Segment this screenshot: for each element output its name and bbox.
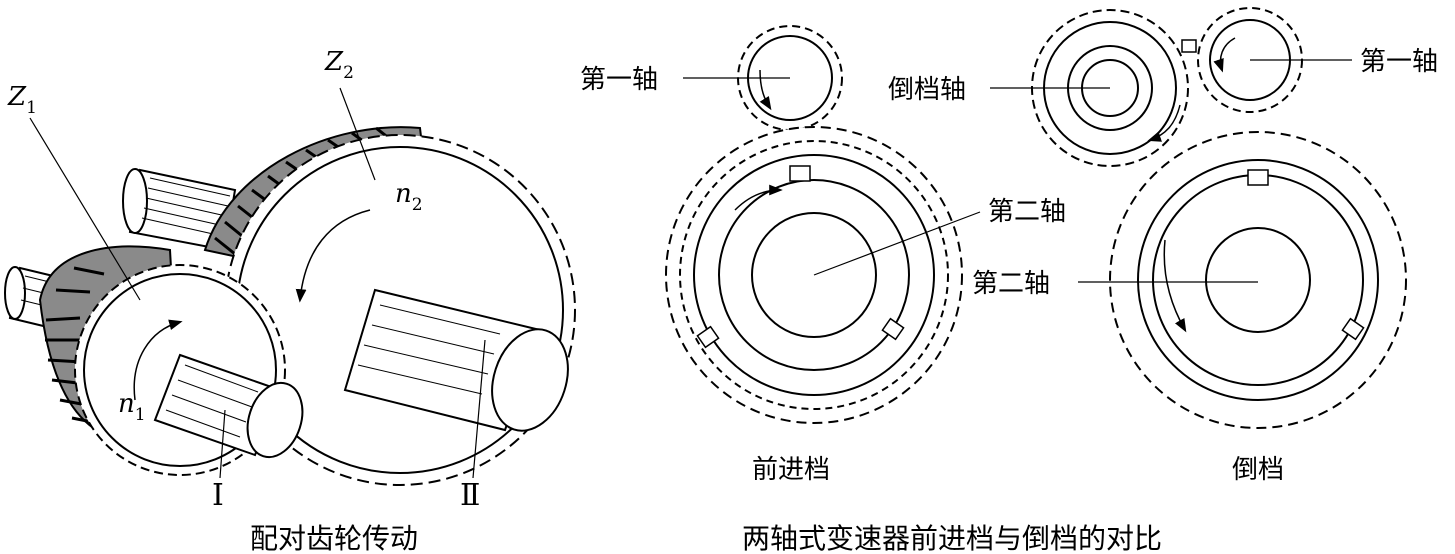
shaft-one [153, 353, 304, 459]
forward-vs-reverse-figure: 第一轴 第二轴 前进档 [580, 7, 1438, 554]
label-z1: Z1 [7, 82, 37, 118]
reverse-second-shaft-label: 第二轴 [972, 269, 1050, 299]
label-z2: Z2 [324, 47, 354, 83]
reverse-gear-assembly: 倒档轴 第一轴 第二轴 倒档 [888, 7, 1438, 485]
forward-caption: 前进档 [752, 455, 830, 485]
forward-first-shaft-label: 第一轴 [580, 65, 658, 95]
forward-gear-assembly: 第一轴 第二轴 前进档 [580, 25, 1066, 485]
leader-z1 [29, 117, 141, 301]
left-caption: 配对齿轮传动 [250, 522, 418, 554]
reverse-caption: 倒档 [1232, 455, 1284, 485]
leader-shaft-one [219, 409, 226, 479]
label-n2: n2 [395, 179, 423, 215]
forward-second-shaft-label: 第二轴 [988, 197, 1066, 227]
leader-z2 [339, 87, 376, 181]
label-shaft-one: Ⅰ [212, 478, 224, 513]
reverse-second-shaft-gear [1109, 131, 1407, 429]
reverse-shaft-label: 倒档轴 [888, 75, 966, 105]
right-caption: 两轴式变速器前进档与倒档的对比 [742, 522, 1162, 554]
reverse-first-shaft-label: 第一轴 [1360, 47, 1438, 77]
leader-forward-second-shaft [813, 211, 981, 276]
shaft-two [343, 288, 569, 432]
label-shaft-two: Ⅱ [460, 478, 480, 513]
rotation-arrow-n2 [295, 209, 371, 303]
leader-shaft-two [472, 339, 486, 479]
rotation-arrow-n1 [133, 319, 183, 401]
label-n1: n1 [118, 389, 146, 425]
paired-gear-figure: Z1 Z2 n1 n2 Ⅰ Ⅱ 配对齿轮传动 [4, 47, 576, 554]
